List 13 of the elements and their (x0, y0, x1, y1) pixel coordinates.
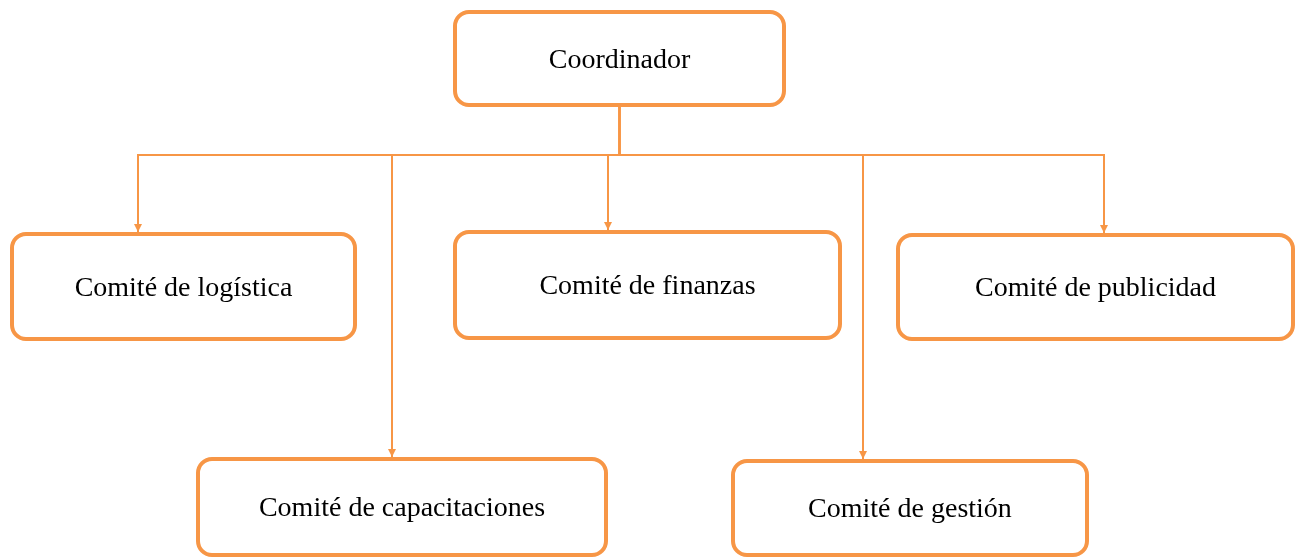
box-label: Comité de logística (74, 270, 293, 303)
box-label: Comité de capacitaciones (258, 491, 546, 523)
org-box (453, 10, 786, 107)
box-label: Comité de finanzas (539, 269, 756, 301)
org-box (896, 233, 1295, 341)
org-box (453, 230, 842, 340)
org-box (196, 457, 608, 557)
org-box (731, 459, 1089, 557)
box-label: Coordinador (548, 42, 691, 75)
box-label: Comité de gestión (808, 492, 1012, 524)
connector-arrow (618, 106, 1108, 234)
org-box (10, 232, 357, 341)
box-label: Comité de publicidad (974, 271, 1217, 303)
